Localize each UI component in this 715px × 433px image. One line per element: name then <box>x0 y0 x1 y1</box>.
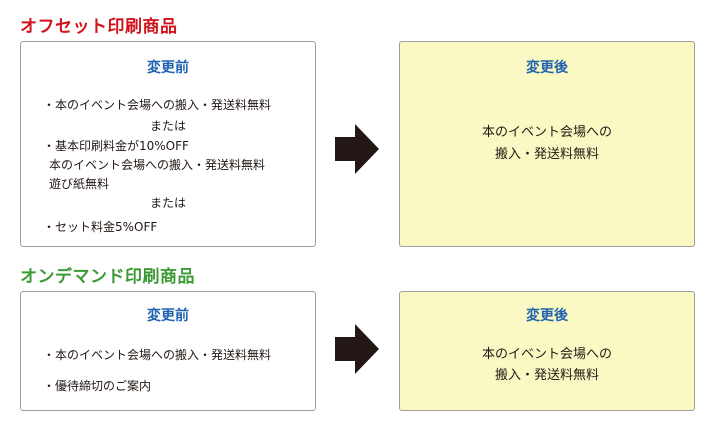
ondemand-section-title: オンデマンド印刷商品 <box>20 267 195 287</box>
ondemand-before-line: ・本のイベント会場への搬入・発送料無料 <box>43 348 272 362</box>
offset-before-line: または <box>149 119 186 133</box>
offset-before-box: 変更前 ・本のイベント会場への搬入・発送料無料 または ・基本印刷料金が10%O… <box>20 41 316 247</box>
offset-before-line: ・セット料金5%OFF <box>43 220 158 234</box>
offset-before-line: 本のイベント会場への搬入・発送料無料 <box>49 158 266 172</box>
offset-after-line: 本のイベント会場への <box>481 125 612 140</box>
ondemand-after-heading: 変更後 <box>526 308 568 324</box>
ondemand-before-line: ・優待締切のご案内 <box>43 379 152 393</box>
ondemand-before-box: 変更前 ・本のイベント会場への搬入・発送料無料 ・優待締切のご案内 <box>20 291 316 411</box>
offset-section-title: オフセット印刷商品 <box>20 17 178 37</box>
offset-before-line: ・基本印刷料金が10%OFF <box>43 139 189 153</box>
offset-before-line: 遊び紙無料 <box>49 177 110 191</box>
ondemand-before-heading: 変更前 <box>147 308 189 324</box>
ondemand-after-line: 搬入・発送料無料 <box>494 368 599 383</box>
ondemand-after-box: 変更後 本のイベント会場への 搬入・発送料無料 <box>399 291 695 411</box>
right-arrow-icon <box>335 124 379 174</box>
offset-after-box: 変更後 本のイベント会場への 搬入・発送料無料 <box>399 41 695 247</box>
offset-after-heading: 変更後 <box>526 60 568 76</box>
offset-before-heading: 変更前 <box>147 60 189 76</box>
offset-after-line: 搬入・発送料無料 <box>494 147 599 162</box>
ondemand-after-line: 本のイベント会場への <box>481 347 612 362</box>
offset-before-line: ・本のイベント会場への搬入・発送料無料 <box>43 98 272 112</box>
right-arrow-icon <box>335 324 379 374</box>
offset-before-line: または <box>149 196 186 210</box>
